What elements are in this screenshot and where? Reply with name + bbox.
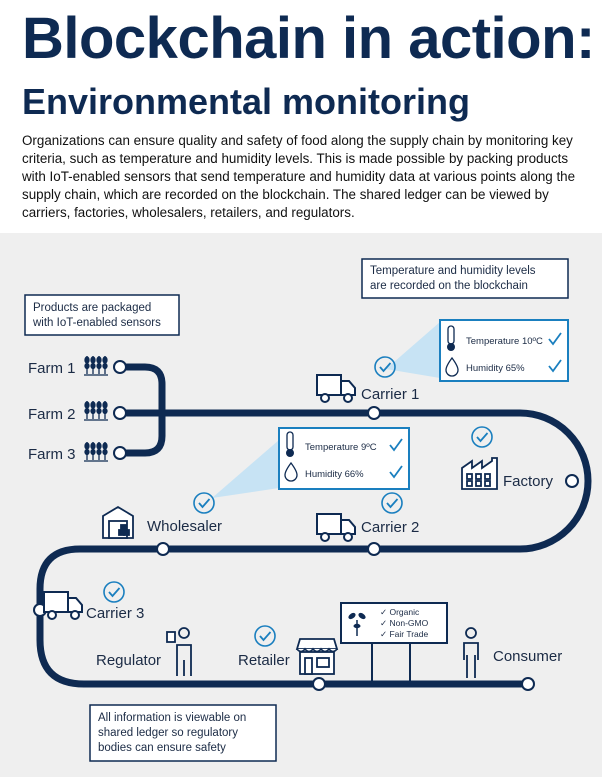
page-title: Blockchain in action:	[22, 6, 595, 71]
factory-label: Factory	[503, 473, 554, 490]
callout-viewable: All information is viewable on shared le…	[89, 704, 277, 762]
check-icon	[103, 581, 125, 603]
truck-icon	[316, 513, 356, 542]
truck-icon	[43, 591, 83, 620]
thermometer-icon	[286, 431, 294, 457]
node-farm3	[113, 446, 127, 460]
wheat-icon	[83, 400, 109, 421]
wholesaler-label: Wholesaler	[147, 518, 222, 535]
farms: Farm 1 Farm 2 Farm 3	[28, 355, 109, 463]
path-nodes	[33, 360, 579, 691]
carrier2-label: Carrier 2	[361, 519, 419, 536]
carrier3-label: Carrier 3	[86, 605, 144, 622]
factory-icon	[461, 457, 498, 490]
callout-recorded-line1: Temperature and humidity levels	[370, 265, 536, 277]
callout-viewable-line2: shared ledger so regulatory	[98, 727, 238, 739]
check-icon	[381, 492, 403, 514]
callout-packaged: Products are packaged with IoT-enabled s…	[24, 294, 180, 336]
callout-recorded: Temperature and humidity levels are reco…	[361, 258, 569, 299]
node-carrier1	[367, 406, 381, 420]
sign-item-nongmo: ✓ Non-GMO	[380, 618, 429, 628]
intro-paragraph: Organizations can ensure quality and saf…	[22, 133, 576, 220]
callout-recorded-line2: are recorded on the blockchain	[370, 280, 528, 292]
truck-icon	[316, 374, 356, 403]
node-wholesaler	[156, 542, 170, 556]
check-icon	[193, 492, 215, 514]
check-icon	[389, 465, 403, 479]
carrier1-temperature: Temperature 10ºC	[466, 336, 543, 347]
check-icon	[389, 438, 403, 452]
reading-panel-wholesaler: Temperature 9ºC Humidity 66%	[212, 427, 410, 498]
leaf-icon	[348, 612, 366, 636]
node-farm1	[113, 360, 127, 374]
carrier1-humidity: Humidity 65%	[466, 363, 525, 374]
droplet-icon	[284, 461, 298, 482]
check-icon	[254, 625, 276, 647]
wheat-icon	[83, 355, 109, 376]
thermometer-icon	[447, 325, 455, 351]
regulator-label: Regulator	[96, 652, 161, 669]
sign-item-organic: ✓ Organic	[380, 607, 420, 617]
callout-packaged-line2: with IoT-enabled sensors	[32, 317, 161, 329]
sign-item-fairtrade: ✓ Fair Trade	[380, 629, 428, 639]
wholesaler-temperature: Temperature 9ºC	[305, 442, 377, 453]
consumer-icon	[463, 627, 479, 678]
certification-sign: ✓ Organic ✓ Non-GMO ✓ Fair Trade	[340, 602, 448, 682]
wheat-icon	[83, 441, 109, 462]
supply-chain-path	[36, 363, 592, 688]
droplet-icon	[445, 356, 459, 377]
warehouse-icon	[102, 505, 134, 539]
node-carrier2	[367, 542, 381, 556]
node-farm2	[113, 406, 127, 420]
check-icon	[548, 359, 562, 373]
reading-panel-carrier1: Temperature 10ºC Humidity 65%	[386, 319, 569, 382]
regulator-icon	[166, 627, 192, 676]
carrier1-label: Carrier 1	[361, 386, 419, 403]
node-factory	[565, 474, 579, 488]
wholesaler-humidity: Humidity 66%	[305, 469, 364, 480]
node-retailer	[312, 677, 326, 691]
farm2-label: Farm 2	[28, 406, 76, 423]
retailer-label: Retailer	[238, 652, 290, 669]
node-consumer	[521, 677, 535, 691]
farm1-label: Farm 1	[28, 360, 76, 377]
storefront-icon	[295, 638, 339, 675]
check-icon	[548, 332, 562, 346]
farm3-label: Farm 3	[28, 446, 76, 463]
page-subtitle: Environmental monitoring	[22, 81, 471, 122]
callout-viewable-line3: bodies can ensure safety	[98, 742, 226, 754]
callout-packaged-line1: Products are packaged	[33, 302, 151, 314]
callout-viewable-line1: All information is viewable on	[98, 712, 246, 724]
consumer-label: Consumer	[493, 648, 562, 665]
check-icon	[471, 426, 493, 448]
